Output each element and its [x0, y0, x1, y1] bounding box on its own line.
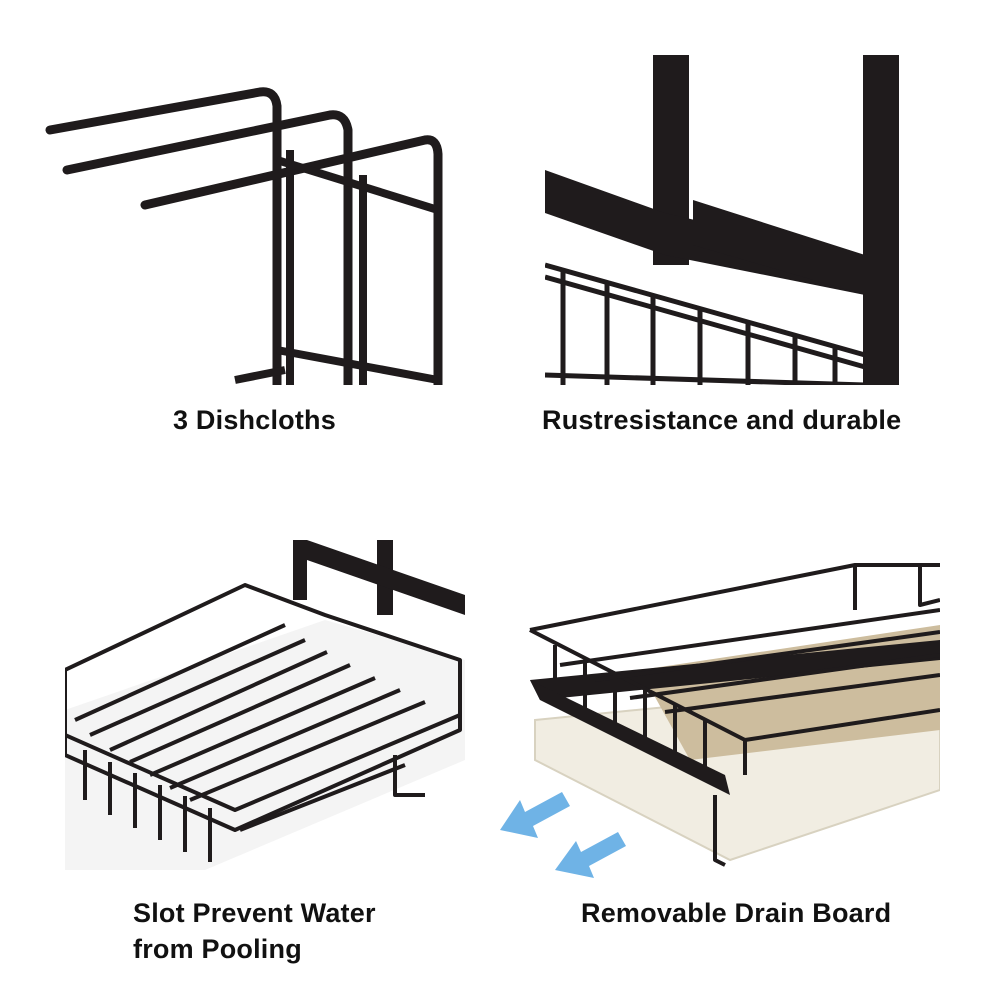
caption-rust-resistance: Rustresistance and durable — [542, 405, 902, 435]
drain-board-illustration — [500, 563, 940, 878]
photo-dishcloth-bars — [45, 80, 445, 385]
pull-out-arrows — [500, 792, 626, 878]
caption-removable-drain-board: Removable Drain Board — [581, 898, 892, 928]
rack-closeup-illustration — [545, 55, 899, 385]
caption-dishcloths: 3 Dishcloths — [173, 405, 336, 435]
dishcloth-bars-illustration — [45, 87, 443, 385]
basket-slots-illustration — [65, 540, 465, 870]
caption-slot-prevent-water: Slot Prevent Water from Pooling — [133, 898, 376, 964]
photo-rack-closeup — [545, 55, 900, 385]
photo-basket-slots — [65, 540, 465, 870]
photo-drain-board — [500, 560, 940, 880]
